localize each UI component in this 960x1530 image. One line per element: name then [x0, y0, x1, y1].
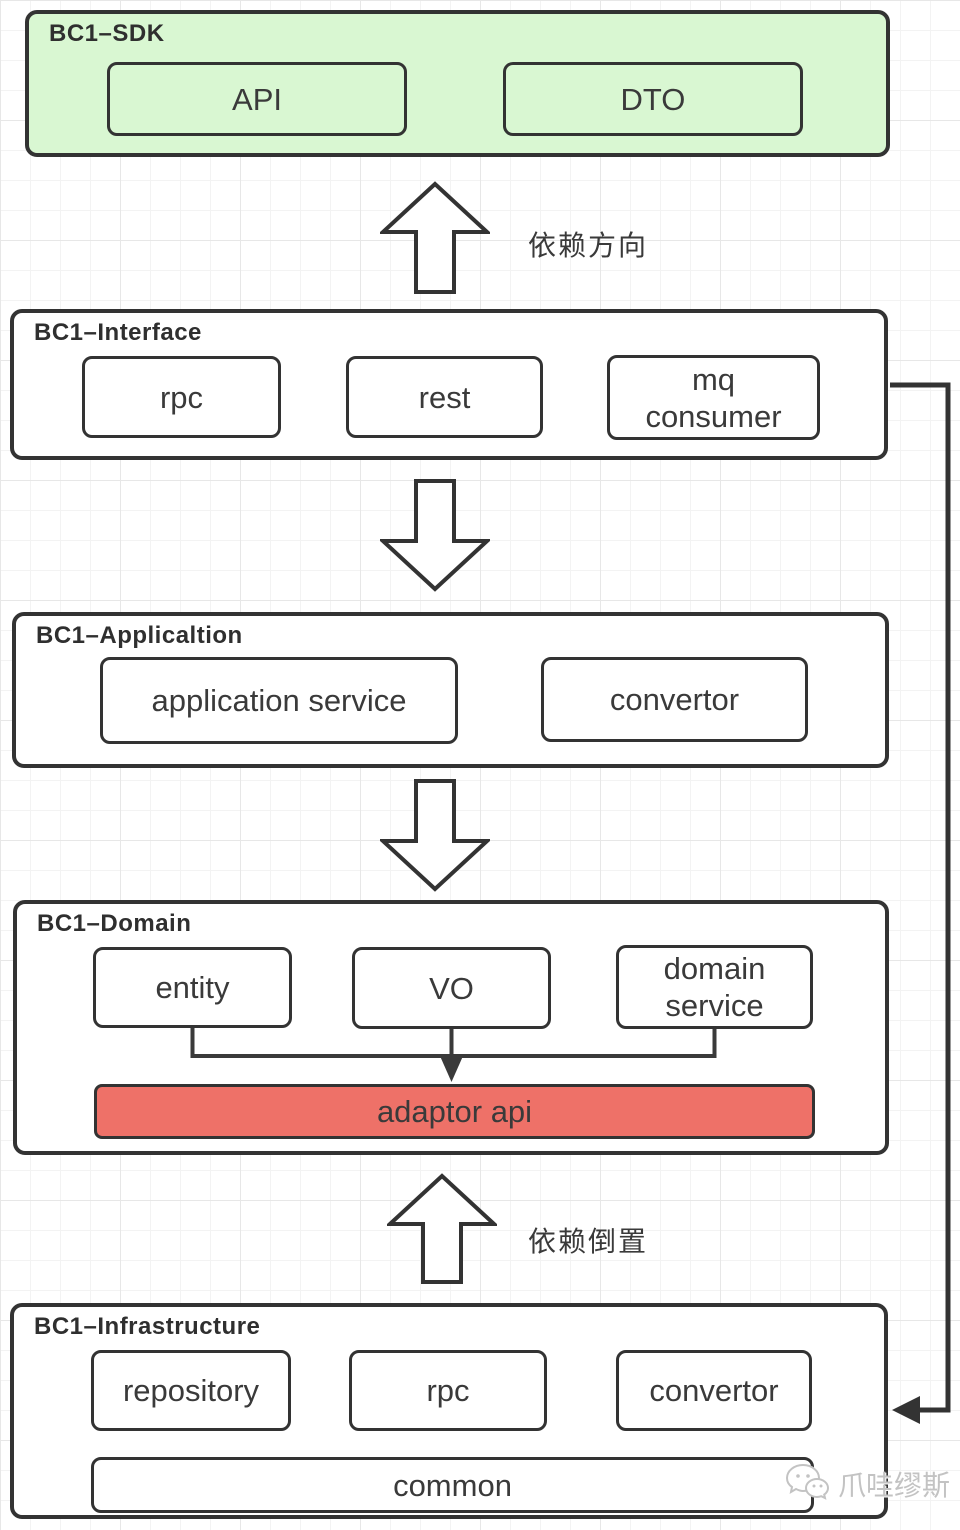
arrow-up-icon — [387, 1173, 497, 1284]
layer-sdk-title: BC1–SDK — [49, 20, 165, 47]
module-rpc-label: rpc — [159, 379, 204, 415]
module-rest-label: rest — [418, 379, 471, 415]
module-domain-service: domain service — [616, 945, 813, 1029]
arrow-down-icon — [380, 479, 490, 592]
layer-application-title: BC1–Applicaltion — [36, 622, 243, 649]
layer-interface-title: BC1–Interface — [34, 319, 202, 346]
module-application-service: application service — [100, 657, 458, 744]
module-rpc: rpc — [82, 356, 281, 438]
module-mq-consumer: mq consumer — [607, 355, 820, 440]
arrow-down-icon — [380, 779, 490, 892]
layer-domain: BC1–Domain entity VO domain service adap… — [13, 900, 889, 1155]
module-dto-label: DTO — [620, 81, 686, 117]
module-dto: DTO — [503, 62, 803, 136]
watermark-text: 爪哇缪斯 — [838, 1470, 951, 1501]
layer-application: BC1–Applicaltion application service con… — [12, 612, 889, 768]
module-rpc: rpc — [349, 1350, 547, 1431]
module-vo: VO — [352, 947, 551, 1029]
module-entity-label: entity — [155, 970, 230, 1005]
module-common-label: common — [393, 1467, 512, 1503]
layer-sdk: BC1–SDK API DTO — [25, 10, 890, 157]
wechat-chat-bubbles-icon — [785, 1463, 830, 1500]
module-convertor-label: convertor — [649, 1373, 779, 1408]
module-convertor: convertor — [541, 657, 808, 742]
module-repository-label: repository — [122, 1373, 260, 1408]
module-adaptor-api-label: adaptor api — [376, 1094, 533, 1129]
dependency-inversion-label: 依赖倒置 — [528, 1226, 649, 1257]
module-convertor: convertor — [616, 1350, 812, 1431]
module-vo-label: VO — [429, 970, 474, 1006]
module-api-label: API — [232, 81, 282, 117]
layer-domain-title: BC1–Domain — [37, 910, 192, 937]
module-rpc-label: rpc — [426, 1373, 470, 1408]
module-domain-service-label: domain service — [663, 951, 766, 1023]
arrow-up-icon — [380, 181, 490, 294]
module-application-service-label: application service — [151, 683, 407, 718]
module-convertor-label: convertor — [609, 682, 740, 717]
dependency-direction-label: 依赖方向 — [528, 230, 649, 261]
module-repository: repository — [91, 1350, 291, 1431]
layer-infrastructure: BC1–Infrastructure repository rpc conver… — [10, 1303, 888, 1519]
layer-infrastructure-title: BC1–Infrastructure — [34, 1313, 261, 1340]
module-rest: rest — [346, 356, 543, 438]
watermark: 爪哇缪斯 — [784, 1462, 950, 1506]
module-adaptor-api: adaptor api — [94, 1084, 815, 1139]
module-entity: entity — [93, 947, 292, 1028]
module-common: common — [91, 1457, 814, 1513]
layer-interface: BC1–Interface rpc rest mq consumer — [10, 309, 888, 460]
interface-to-infrastructure-connector — [890, 382, 951, 1424]
module-mq-consumer-label: mq consumer — [645, 361, 782, 434]
module-api: API — [107, 62, 407, 136]
